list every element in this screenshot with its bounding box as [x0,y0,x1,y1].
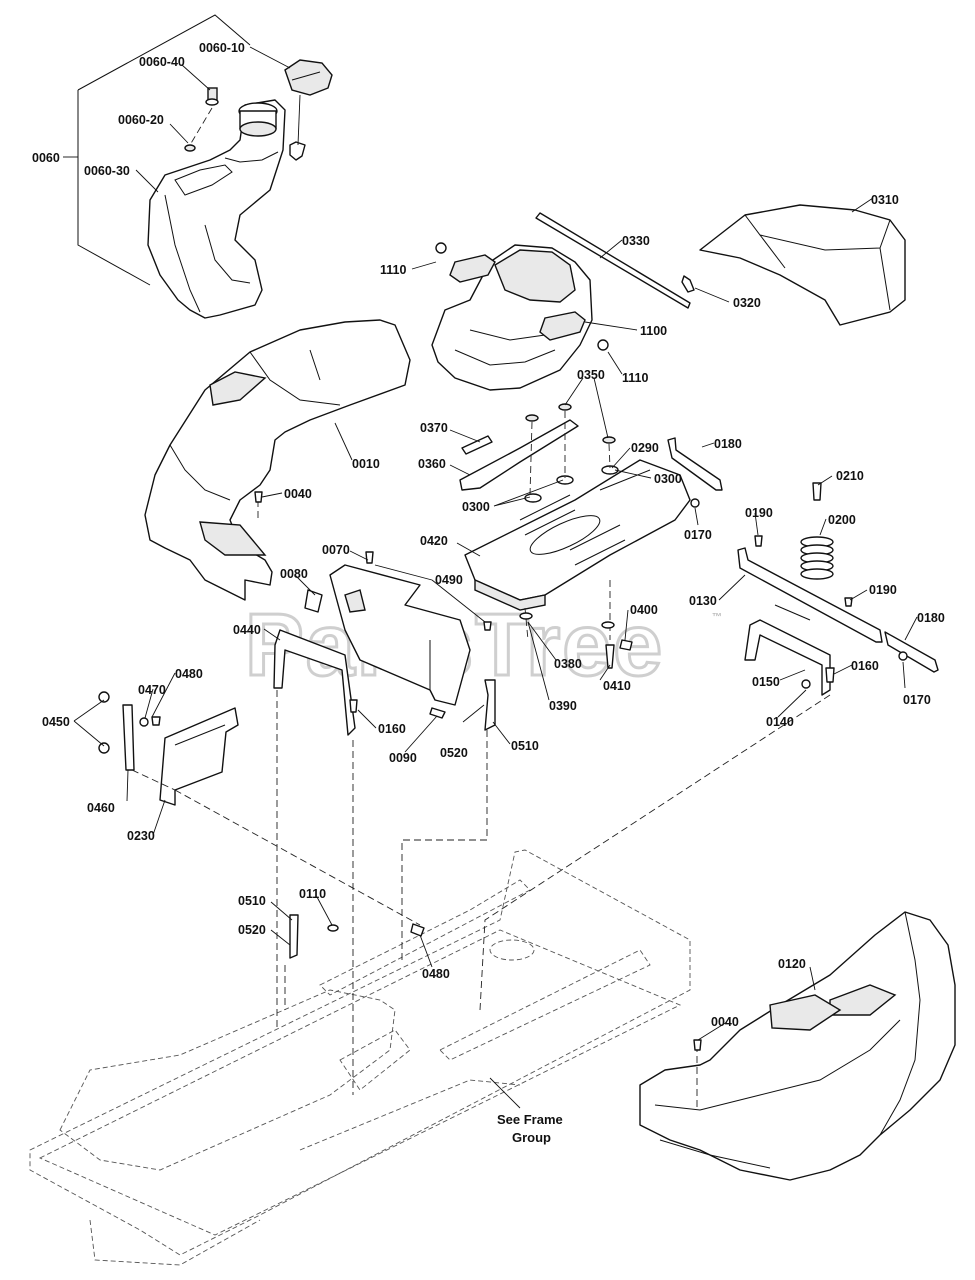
frame-outline [29,849,691,1266]
seat-pan-cover [699,204,906,326]
fender-left [144,319,411,601]
callout-0090: 0090 [389,751,417,765]
callout-0460: 0460 [87,801,115,815]
callout-0150: 0150 [752,675,780,689]
callout-0060: 0060 [32,151,60,165]
fender-right [639,911,956,1181]
callout-0170-top: 0170 [684,528,712,542]
callout-0420: 0420 [420,534,448,548]
callout-0170-right: 0170 [903,693,931,707]
callout-0300-right: 0300 [654,472,682,486]
fender-screw [254,491,263,503]
callout-0230: 0230 [127,829,155,843]
trademark: ™ [712,612,722,623]
see-frame-note-line1: See Frame [497,1112,563,1127]
callout-0360: 0360 [418,457,446,471]
hood-bracket [273,551,496,736]
callout-labels: 0060-10 0060-40 0060-20 0060 0060-30 031… [32,41,945,1029]
callout-0480-bottom: 0480 [422,967,450,981]
callout-0190-right: 0190 [869,583,897,597]
callout-0510-top: 0510 [511,739,539,753]
callout-0520-bottom: 0520 [238,923,266,937]
callout-0060-20: 0060-20 [118,113,164,127]
callout-0320: 0320 [733,296,761,310]
callout-0060-40: 0060-40 [139,55,185,69]
callout-0140: 0140 [766,715,794,729]
seat-assembly [431,212,695,391]
callout-0400: 0400 [630,603,658,617]
callout-0470: 0470 [138,683,166,697]
leader-lines [63,46,918,1041]
frame-nut [327,924,339,932]
callout-0410: 0410 [603,679,631,693]
side-panel [98,691,239,806]
callout-0110: 0110 [299,887,326,901]
callout-0180-top: 0180 [714,437,742,451]
spring [800,536,834,580]
callout-0380: 0380 [554,657,582,671]
callout-0040-bottom: 0040 [711,1015,739,1029]
callout-0200: 0200 [828,513,856,527]
fender-bolt [693,1039,702,1051]
callout-0330: 0330 [622,234,650,248]
callout-0010: 0010 [352,457,380,471]
callout-0070: 0070 [322,543,350,557]
callout-0040-top: 0040 [284,487,312,501]
callout-0080: 0080 [280,567,308,581]
callout-1110-top: 1110 [380,263,406,277]
callout-1110-bottom: 1110 [622,371,648,385]
callout-0130: 0130 [689,594,717,608]
callout-0390: 0390 [549,699,577,713]
callout-0060-10: 0060-10 [199,41,245,55]
callout-0190-top: 0190 [745,506,773,520]
see-frame-note-line2: Group [512,1130,551,1145]
seat-spring-bracket [667,437,939,696]
callout-0160-right: 0160 [851,659,879,673]
callout-0290: 0290 [631,441,659,455]
seat-mount-plate [459,403,691,669]
callout-0060-30: 0060-30 [84,164,130,178]
callout-0210: 0210 [836,469,864,483]
callout-0300-left: 0300 [462,500,490,514]
frame-bracket [289,914,299,959]
callout-0510-bottom: 0510 [238,894,266,908]
assembly-lines [131,500,831,1110]
callout-1100: 1100 [640,324,667,338]
callout-0370: 0370 [420,421,448,435]
callout-0490: 0490 [435,573,463,587]
callout-0480-top: 0480 [175,667,203,681]
callout-0180-right: 0180 [917,611,945,625]
callout-0310: 0310 [871,193,899,207]
callout-0440: 0440 [233,623,261,637]
callout-0520-top: 0520 [440,746,468,760]
frame-bolt [410,923,425,937]
callout-0120: 0120 [778,957,806,971]
callout-0350: 0350 [577,368,605,382]
callout-0160-left: 0160 [378,722,406,736]
callout-0450: 0450 [42,715,70,729]
fuel-tank-assembly [77,14,333,319]
